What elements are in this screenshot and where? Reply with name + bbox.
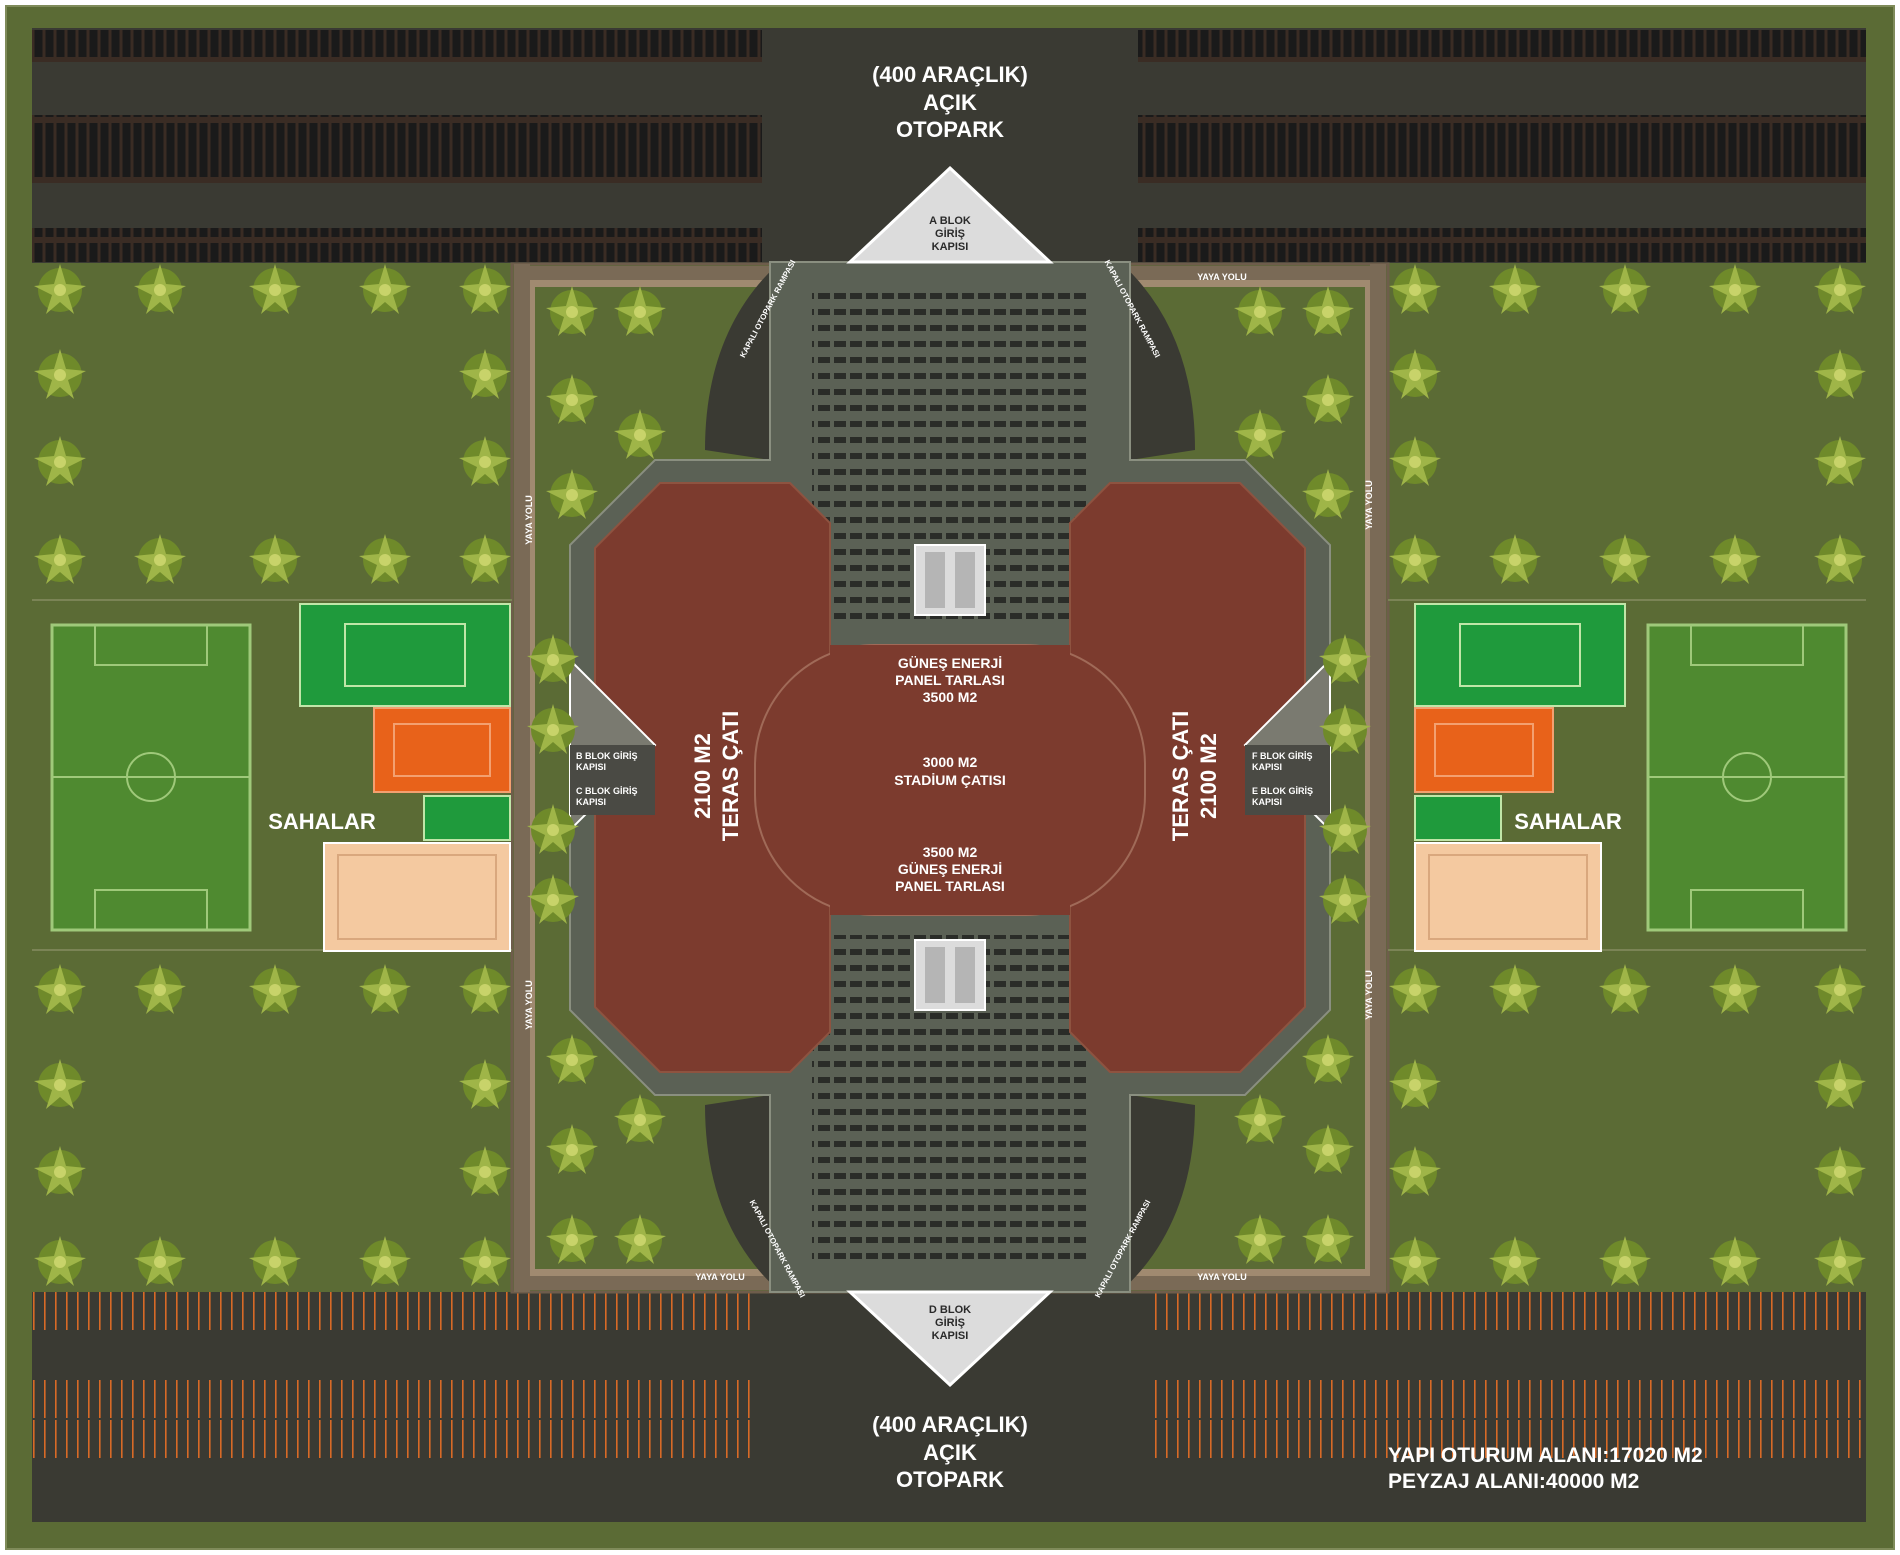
solar-top-line1: GÜNEŞ ENERJİ xyxy=(898,655,1002,671)
solar-top-line3: 3500 M2 xyxy=(923,689,978,705)
walkway-label-left-upper: YAYA YOLU xyxy=(524,495,534,545)
stair-cores xyxy=(914,544,986,1011)
bottom-parking-title-line2: AÇIK xyxy=(923,1440,977,1465)
gate-e-line1: E BLOK GİRİŞ xyxy=(1252,786,1313,796)
gate-f-line1: F BLOK GİRİŞ xyxy=(1252,751,1313,761)
top-parking-title-line3: OTOPARK xyxy=(896,117,1004,142)
gate-d-line2: GİRİŞ xyxy=(935,1316,965,1329)
solar-top-line2: PANEL TARLASI xyxy=(895,672,1005,688)
gate-d-triangle xyxy=(846,1290,1054,1388)
sports-fields-left xyxy=(50,603,511,952)
gate-b-line2: KAPISI xyxy=(576,762,606,772)
terrace-left-line1: 2100 M2 xyxy=(690,733,715,819)
gate-a-line2: GİRİŞ xyxy=(935,227,965,240)
gate-a-line1: A BLOK xyxy=(929,215,971,227)
gate-b-line1: B BLOK GİRİŞ xyxy=(576,751,638,761)
summary-footprint: YAPI OTURUM ALANI:17020 M2 xyxy=(1388,1444,1703,1467)
gate-a-line3: KAPISI xyxy=(932,241,969,253)
solar-bottom-line3: PANEL TARLASI xyxy=(895,878,1005,894)
gate-e-line2: KAPISI xyxy=(1252,797,1282,807)
walkway-label-left-lower: YAYA YOLU xyxy=(524,980,534,1030)
terrace-right-line2: 2100 M2 xyxy=(1196,733,1221,819)
stadium-roof-line2: STADİUM ÇATISI xyxy=(894,772,1005,788)
gate-a-triangle xyxy=(846,165,1054,264)
gate-d-line1: D BLOK xyxy=(929,1304,971,1316)
walkway-label-bottom-left: YAYA YOLU xyxy=(695,1272,745,1282)
terrace-left-line2: TERAS ÇATI xyxy=(718,711,743,841)
solar-bottom-line2: GÜNEŞ ENERJİ xyxy=(898,861,1002,877)
walkway-label-bottom-right: YAYA YOLU xyxy=(1197,1272,1247,1282)
fields-label-right: SAHALAR xyxy=(1514,809,1622,834)
gate-d-line3: KAPISI xyxy=(932,1330,969,1342)
top-parking-title-line2: AÇIK xyxy=(923,90,977,115)
summary-landscape: PEYZAJ ALANI:40000 M2 xyxy=(1388,1470,1639,1493)
top-parking-title-line1: (400 ARAÇLIK) xyxy=(872,62,1028,87)
bottom-parking-title-line3: OTOPARK xyxy=(896,1467,1004,1492)
top-parking-lot xyxy=(32,28,1866,263)
terrace-roofs xyxy=(594,482,1306,1073)
gate-c-line1: C BLOK GİRİŞ xyxy=(576,786,638,796)
fields-label-left: SAHALAR xyxy=(268,809,376,834)
walkway-label-right-lower: YAYA YOLU xyxy=(1364,970,1374,1020)
terrace-right-line1: TERAS ÇATI xyxy=(1168,711,1193,841)
sports-fields-right xyxy=(1414,603,1848,952)
walkway-label-top-right: YAYA YOLU xyxy=(1197,272,1247,282)
gate-f-line2: KAPISI xyxy=(1252,762,1282,772)
solar-bottom-line1: 3500 M2 xyxy=(923,844,978,860)
walkway-label-right-upper: YAYA YOLU xyxy=(1364,480,1374,530)
bottom-parking-title-line1: (400 ARAÇLIK) xyxy=(872,1412,1028,1437)
stadium-roof-line1: 3000 M2 xyxy=(923,754,978,770)
gate-c-line2: KAPISI xyxy=(576,797,606,807)
side-gates xyxy=(569,657,1331,833)
